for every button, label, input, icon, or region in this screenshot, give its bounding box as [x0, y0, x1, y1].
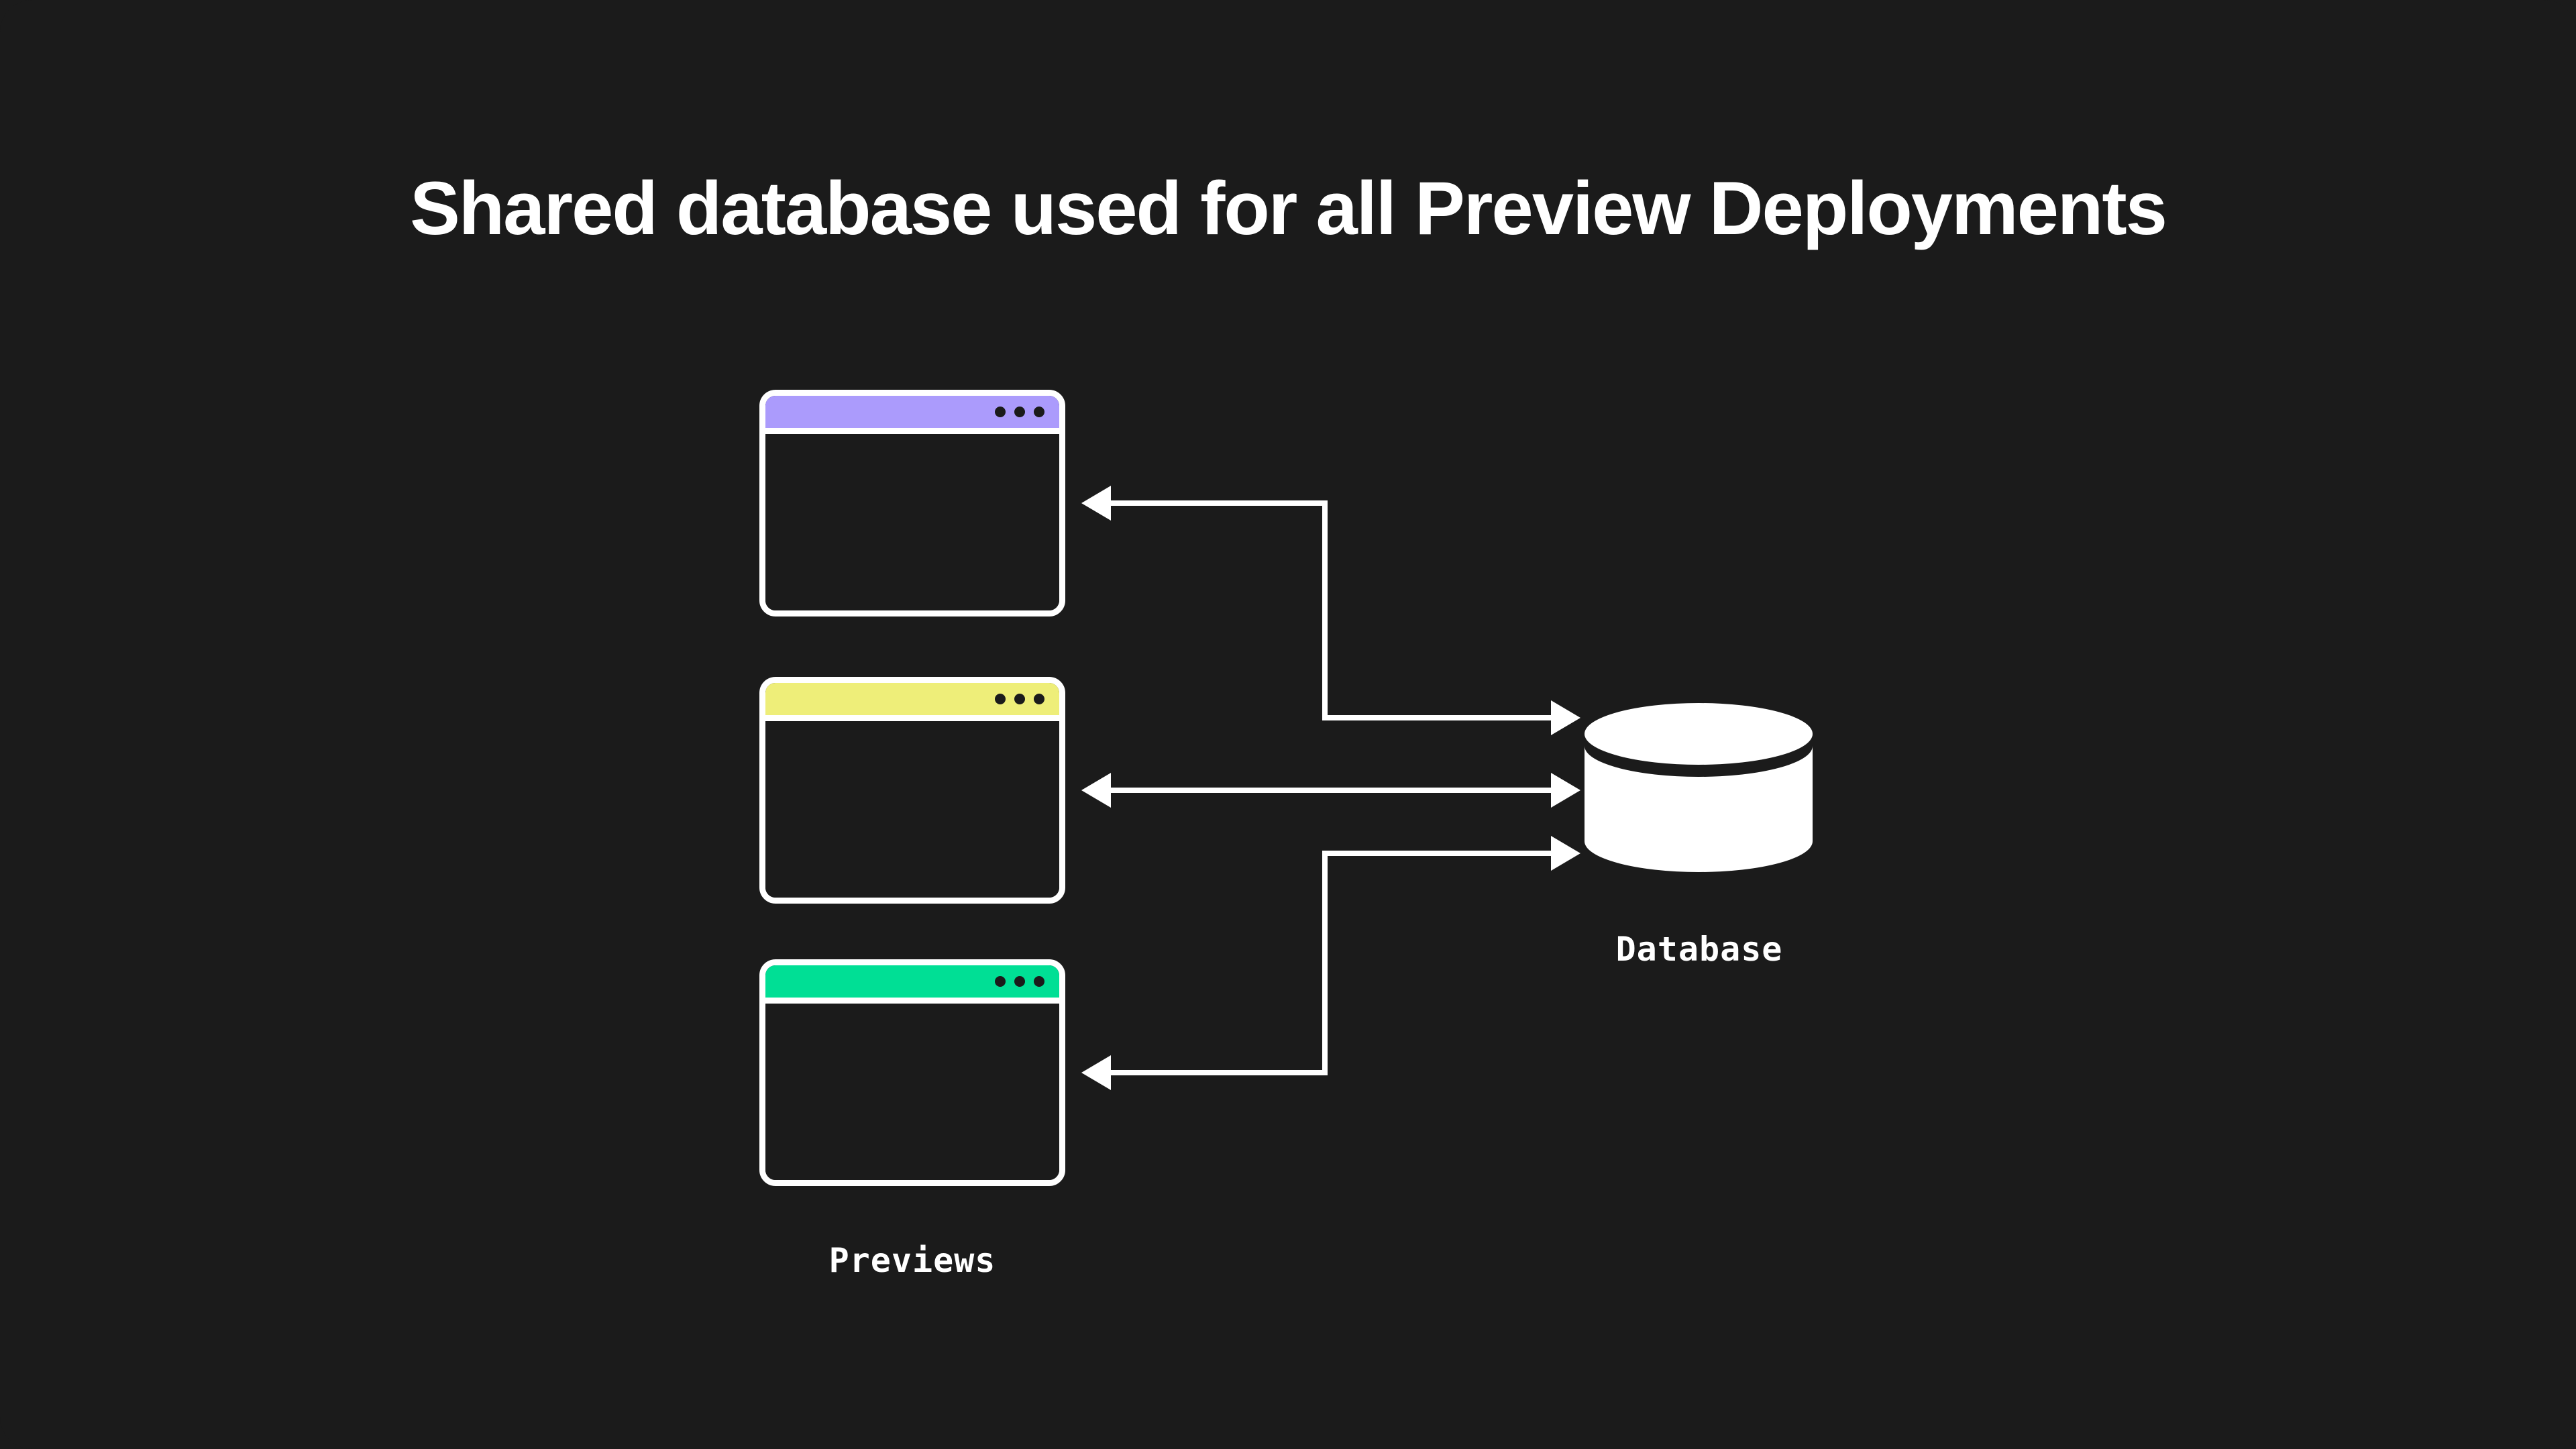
- dot-icon: [1034, 976, 1044, 987]
- window-control-dots-icon: [995, 694, 1044, 704]
- arrow-preview1-database: [1081, 486, 1580, 735]
- dot-icon: [995, 694, 1006, 704]
- dot-icon: [995, 976, 1006, 987]
- page-title: Shared database used for all Preview Dep…: [410, 166, 2167, 250]
- window-body: [765, 434, 1059, 610]
- window-body: [765, 721, 1059, 898]
- dot-icon: [1034, 407, 1044, 417]
- dot-icon: [1014, 694, 1025, 704]
- window-control-dots-icon: [995, 407, 1044, 417]
- browser-window-preview-2: [759, 677, 1065, 904]
- window-titlebar: [765, 683, 1059, 721]
- arrow-preview3-database: [1081, 836, 1580, 1090]
- window-titlebar: [765, 396, 1059, 434]
- database-label: Database: [1615, 930, 1783, 969]
- dot-icon: [1014, 407, 1025, 417]
- dot-icon: [1034, 694, 1044, 704]
- dot-icon: [995, 407, 1006, 417]
- window-body: [765, 1004, 1059, 1180]
- browser-window-preview-1: [759, 390, 1065, 616]
- previews-group-label: Previews: [828, 1241, 996, 1280]
- browser-window-preview-3: [759, 959, 1065, 1186]
- window-titlebar: [765, 965, 1059, 1004]
- arrow-preview2-database: [1081, 773, 1580, 808]
- database-cylinder-icon: [1585, 703, 1813, 872]
- dot-icon: [1014, 976, 1025, 987]
- window-control-dots-icon: [995, 976, 1044, 987]
